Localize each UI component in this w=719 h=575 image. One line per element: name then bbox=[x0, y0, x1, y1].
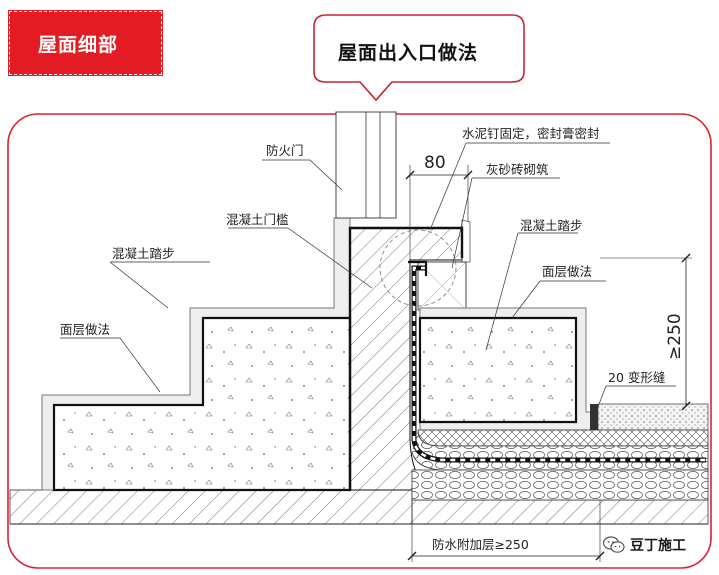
base-slab-right bbox=[411, 499, 709, 525]
waterproof-additional-label: 防水附加层≥250 bbox=[432, 537, 529, 552]
label-fire-door: 防火门 bbox=[266, 143, 304, 158]
label-expansion-joint: 20 变形缝 bbox=[608, 370, 665, 385]
base-slab bbox=[9, 489, 413, 525]
dim-80: 80 bbox=[424, 153, 446, 173]
expansion-joint-gap bbox=[590, 404, 598, 430]
roof-layer-honeycomb bbox=[411, 469, 709, 501]
wechat-icon bbox=[603, 536, 625, 553]
callout-bubble bbox=[313, 14, 525, 102]
roof-layer-mesh bbox=[417, 429, 709, 447]
section-tag-label: 屋面细部 bbox=[38, 33, 119, 56]
detail-circle bbox=[379, 229, 457, 307]
label-roof-finish-right: 面层做法 bbox=[542, 264, 592, 279]
label-concrete-step-left: 混凝土踏步 bbox=[112, 246, 175, 261]
callout-title: 屋面出入口做法 bbox=[338, 42, 479, 64]
dim-250-vertical: ≥250 bbox=[665, 313, 685, 360]
threshold-outline bbox=[348, 226, 464, 490]
left-concrete-step bbox=[52, 316, 352, 492]
label-roof-finish-left: 面层做法 bbox=[60, 322, 110, 337]
roof-layer-finish bbox=[597, 403, 709, 431]
watermark: 豆丁施工 bbox=[603, 535, 686, 555]
label-cement-nail: 水泥钉固定，密封膏密封 bbox=[462, 126, 600, 141]
label-concrete-step-right: 混凝土踏步 bbox=[520, 218, 583, 233]
right-concrete-step bbox=[418, 316, 578, 424]
watermark-text: 豆丁施工 bbox=[630, 538, 686, 554]
label-concrete-threshold: 混凝土门槛 bbox=[226, 212, 289, 227]
section-tag: 屋面细部 bbox=[8, 10, 163, 76]
label-lime-sand-brick: 灰砂砖砌筑 bbox=[486, 162, 549, 177]
